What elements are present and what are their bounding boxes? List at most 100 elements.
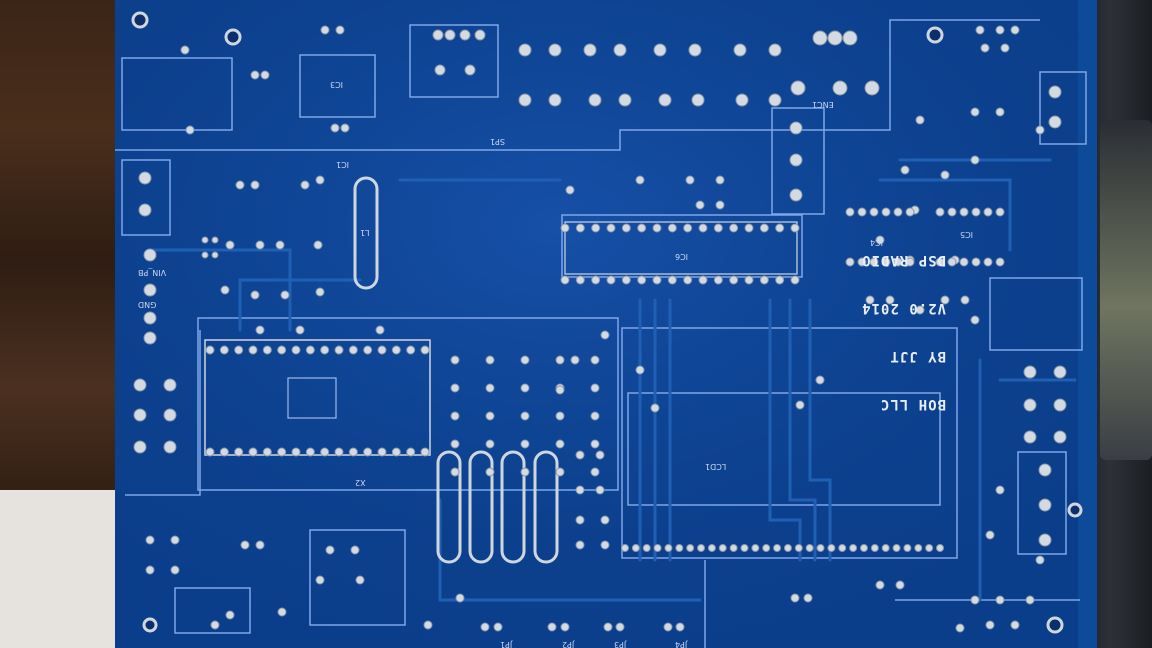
solder-pad [698,275,708,285]
solder-pad [220,285,230,295]
solder-pad [225,240,235,250]
solder-pad [600,330,610,340]
solder-pad [375,325,385,335]
pcb-edge [1078,0,1097,648]
solder-pad [970,315,980,325]
solder-pad [423,620,433,630]
solder-pad [391,345,401,355]
solder-pad [406,345,416,355]
solder-pad [1053,365,1067,379]
solder-pad [1010,25,1020,35]
pcb-sheen [115,0,1097,648]
solder-pad [570,355,580,365]
solder-pad [995,595,1005,605]
solder-pad [675,622,685,632]
solder-pad [729,544,738,552]
solder-pad [555,411,565,421]
silk-outlines [115,19,1087,648]
solder-pad [133,408,147,422]
solder-pad [518,43,532,57]
solder-pad [631,544,640,552]
solder-pad [363,447,373,457]
marking-line-1: DSP RADIO [861,252,946,268]
solder-pad [975,25,985,35]
solder-pad [995,207,1005,217]
solder-pad [595,450,605,460]
solder-pad [590,411,600,421]
solder-pad [1023,430,1037,444]
solder-pad [790,275,800,285]
solder-pad [652,223,662,233]
solder-pad [560,223,570,233]
label-jp4: JP4 [675,640,688,648]
solder-pad [959,207,969,217]
solder-pad [133,440,147,454]
solder-pad [225,610,235,620]
solder-pad [789,188,803,202]
solder-pad [893,257,903,267]
label-jp1: JP1 [500,640,513,648]
solder-pad [1038,533,1052,547]
solder-pad [325,545,335,555]
solder-pad [591,223,601,233]
solder-pad [590,355,600,365]
solder-pad [205,447,215,457]
label-sp1: SP1 [490,137,505,146]
solder-pad [180,45,190,55]
solder-pad [790,593,800,603]
solder-pad [565,185,575,195]
solder-pad [789,121,803,135]
solder-pad [667,223,677,233]
solder-pad [790,223,800,233]
solder-pad [936,544,944,552]
solder-pad [914,544,923,552]
solder-pad [970,155,980,165]
solder-pad [1048,115,1062,129]
solder-pad [744,223,754,233]
solder-pad [560,622,570,632]
solder-pad [790,80,806,96]
solder-pad [832,80,848,96]
solder-pad [842,30,858,46]
solder-pad [590,383,600,393]
solder-pad [464,64,476,76]
solder-pad [280,290,290,300]
solder-pad [849,544,858,552]
solder-pad [905,257,915,267]
solder-pad [560,275,570,285]
solder-pad [575,540,585,550]
solder-pad [713,275,723,285]
solder-pad [334,345,344,355]
solder-pad [803,593,813,603]
solder-pad [335,25,345,35]
solder-pad [145,565,155,575]
solder-pad [733,43,747,57]
solder-pad [143,331,157,345]
solder-pad [275,240,285,250]
solder-pad [575,275,585,285]
solder-pad [320,447,330,457]
solder-pad [683,223,693,233]
solder-pad [864,80,880,96]
solder-pad [334,447,344,457]
solder-pad [474,29,486,41]
solder-pad [1048,85,1062,99]
solder-pad [575,485,585,495]
solder-pad [143,311,157,325]
marking-line-2: V2.0 2014 [861,300,946,316]
label-ic6: IC6 [675,252,689,261]
dip-footprint-ic6 [564,221,798,275]
solder-pad [621,275,631,285]
solder-pad [219,447,229,457]
solder-pad [295,325,305,335]
solder-pad [685,175,695,185]
solder-pad [995,25,1005,35]
solder-pad [827,544,836,552]
solder-pad [455,593,465,603]
solder-pad [827,30,843,46]
solder-pad [959,257,969,267]
solder-pad [493,622,503,632]
solder-pad [859,544,868,552]
solder-pad [348,345,358,355]
solder-pad [291,345,301,355]
